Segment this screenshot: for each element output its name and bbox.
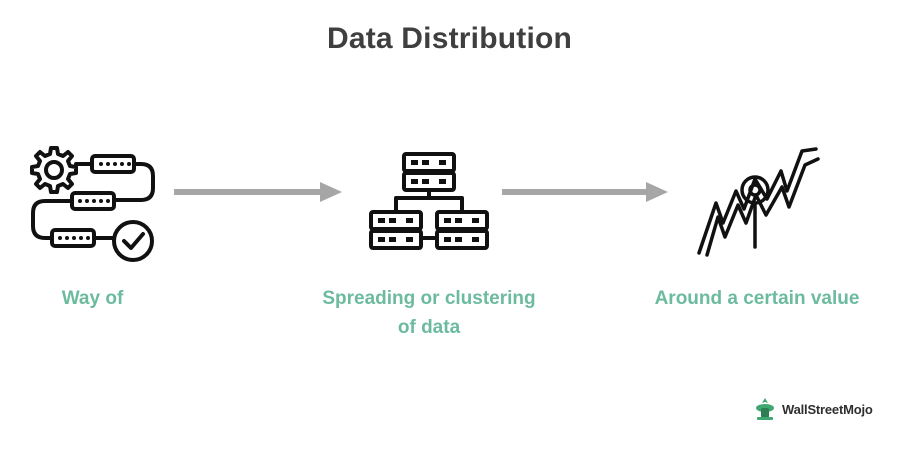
brand-watermark: WallStreetMojo [752, 395, 873, 423]
step-3-caption: Around a certain value [654, 288, 860, 309]
wallstreetmojo-logo [756, 398, 774, 420]
fluctuating-line-magnifier-icon [697, 147, 820, 257]
step-1-caption: Way of [61, 288, 124, 309]
brand-name: WallStreetMojo [782, 401, 873, 417]
diagram-title: Data Distribution [326, 22, 573, 55]
arrow-2 [502, 182, 668, 202]
gears-process-checkmark-icon [30, 146, 155, 262]
arrow-1 [174, 182, 342, 202]
server-hierarchy-icon [369, 152, 489, 250]
step-2-caption: Spreading or clustering of data [322, 288, 536, 338]
